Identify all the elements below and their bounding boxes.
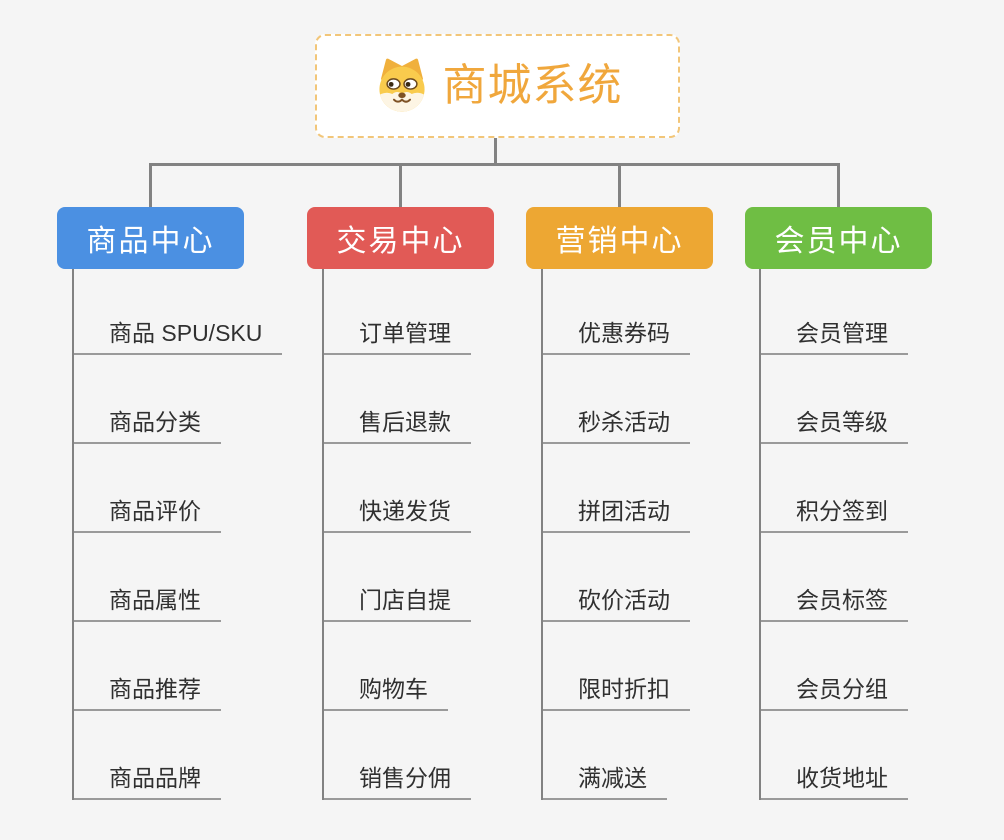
connector-bus [149, 163, 840, 166]
branch-node-member-center[interactable]: 会员中心 [745, 207, 932, 269]
root-title: 商城系统 [442, 61, 623, 110]
connector-drop-1 [149, 163, 152, 207]
connector-drop-2 [399, 163, 402, 207]
leaf-node[interactable]: 会员分组 [761, 673, 908, 711]
leaf-node[interactable]: 拼团活动 [543, 495, 690, 533]
leaf-node[interactable]: 商品评价 [74, 495, 221, 533]
branch-label: 会员中心 [774, 225, 903, 258]
leaf-node[interactable]: 限时折扣 [543, 673, 690, 711]
leaf-node[interactable]: 积分签到 [761, 495, 908, 533]
branch-label: 交易中心 [336, 225, 465, 258]
leaf-node[interactable]: 砍价活动 [543, 584, 690, 622]
leaf-node[interactable]: 会员标签 [761, 584, 908, 622]
branch-label: 商品中心 [86, 225, 215, 258]
leaf-node[interactable]: 购物车 [324, 673, 448, 711]
dog-face-icon [378, 58, 425, 112]
leaf-node[interactable]: 快递发货 [324, 495, 471, 533]
connector-drop-4 [837, 163, 840, 207]
leaf-node[interactable]: 满减送 [543, 762, 667, 800]
branch-node-marketing-center[interactable]: 营销中心 [526, 207, 713, 269]
leaf-node[interactable]: 商品分类 [74, 406, 221, 444]
branch-children-member-center: 会员管理 会员等级 积分签到 会员标签 会员分组 收货地址 [759, 269, 908, 800]
leaf-node[interactable]: 订单管理 [324, 317, 471, 355]
leaf-node[interactable]: 商品品牌 [74, 762, 221, 800]
branch-children-trade-center: 订单管理 售后退款 快递发货 门店自提 购物车 销售分佣 [322, 269, 471, 800]
leaf-node[interactable]: 售后退款 [324, 406, 471, 444]
leaf-node[interactable]: 商品 SPU/SKU [74, 317, 283, 355]
branch-children-product-center: 商品 SPU/SKU 商品分类 商品评价 商品属性 商品推荐 商品品牌 [72, 269, 283, 800]
leaf-node[interactable]: 门店自提 [324, 584, 471, 622]
root-node[interactable]: 商城系统 [315, 34, 680, 138]
branch-node-product-center[interactable]: 商品中心 [57, 207, 244, 269]
leaf-node[interactable]: 收货地址 [761, 762, 908, 800]
branch-node-trade-center[interactable]: 交易中心 [307, 207, 494, 269]
branch-label: 营销中心 [555, 225, 684, 258]
branch-children-marketing-center: 优惠券码 秒杀活动 拼团活动 砍价活动 限时折扣 满减送 [541, 269, 690, 800]
leaf-node[interactable]: 会员等级 [761, 406, 908, 444]
leaf-node[interactable]: 商品推荐 [74, 673, 221, 711]
connector-drop-3 [618, 163, 621, 207]
leaf-node[interactable]: 会员管理 [761, 317, 908, 355]
leaf-node[interactable]: 销售分佣 [324, 762, 471, 800]
connector-root-stub [494, 138, 497, 165]
leaf-node[interactable]: 商品属性 [74, 584, 221, 622]
leaf-node[interactable]: 秒杀活动 [543, 406, 690, 444]
leaf-node[interactable]: 优惠券码 [543, 317, 690, 355]
